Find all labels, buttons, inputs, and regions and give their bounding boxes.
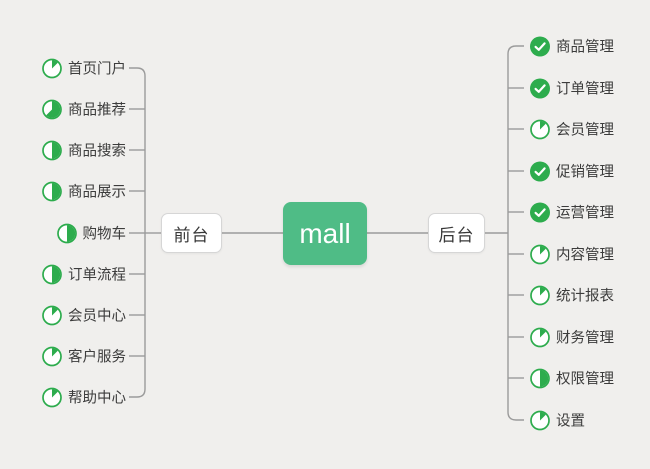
topic-label: 商品推荐 [68, 102, 126, 119]
backend-topic[interactable]: 商品管理 [530, 36, 614, 57]
backend-topic[interactable]: 统计报表 [530, 285, 614, 306]
task-done-icon [530, 202, 550, 222]
task-progress-1-8-icon [530, 327, 550, 347]
topic-label: 会员中心 [68, 308, 126, 325]
topic-label: 内容管理 [556, 247, 614, 264]
topic-label: 首页门户 [68, 61, 126, 78]
task-progress-1-8-icon [530, 410, 550, 430]
task-progress-1-8-icon [42, 346, 62, 366]
frontend-topic[interactable]: 首页门户 [42, 58, 126, 79]
topic-label: 购物车 [82, 226, 127, 243]
topic-label: 促销管理 [556, 164, 614, 181]
frontend-topic[interactable]: 帮助中心 [42, 387, 126, 408]
topic-label: 帮助中心 [68, 390, 126, 407]
frontend-topic[interactable]: 会员中心 [42, 305, 126, 326]
topic-label: 权限管理 [556, 371, 614, 388]
topic-label: 会员管理 [556, 122, 614, 139]
backend-topic[interactable]: 财务管理 [530, 327, 614, 348]
topic-label: 订单管理 [556, 81, 614, 98]
frontend-topic[interactable]: 商品搜索 [42, 140, 126, 161]
task-done-icon [530, 36, 550, 56]
task-progress-1-8-icon [530, 285, 550, 305]
task-done-icon [530, 161, 550, 181]
frontend-topic[interactable]: 商品推荐 [42, 99, 126, 120]
task-done-icon [530, 78, 550, 98]
branch-node-backend[interactable]: 后台 [428, 213, 485, 253]
task-progress-1-8-icon [530, 244, 550, 264]
backend-topic[interactable]: 促销管理 [530, 161, 614, 182]
backend-topic[interactable]: 内容管理 [530, 244, 614, 265]
topic-label: 设置 [556, 413, 585, 430]
backend-topic[interactable]: 会员管理 [530, 119, 614, 140]
frontend-topic[interactable]: 订单流程 [42, 264, 126, 285]
backend-topic[interactable]: 运营管理 [530, 202, 614, 223]
task-progress-4-8-icon [530, 368, 550, 388]
task-progress-4-8-icon [42, 264, 62, 284]
topic-label: 运营管理 [556, 205, 614, 222]
topic-label: 财务管理 [556, 330, 614, 347]
task-progress-1-8-icon [42, 58, 62, 78]
topic-label: 订单流程 [68, 267, 126, 284]
topic-label: 商品展示 [68, 184, 126, 201]
task-progress-1-8-icon [42, 305, 62, 325]
root-node-label: mall [299, 217, 351, 249]
task-progress-5-8-icon [42, 99, 62, 119]
task-progress-4-8-icon [42, 181, 62, 201]
backend-topic[interactable]: 权限管理 [530, 368, 614, 389]
task-progress-1-8-icon [42, 387, 62, 407]
topic-label: 统计报表 [556, 288, 614, 305]
topic-label: 商品搜索 [68, 143, 126, 160]
frontend-topic[interactable]: 客户服务 [42, 346, 126, 367]
branch-node-frontend[interactable]: 前台 [161, 213, 222, 253]
backend-topic[interactable]: 设置 [530, 410, 585, 431]
branch-node-backend-label: 后台 [438, 225, 475, 245]
topic-label: 商品管理 [556, 39, 614, 56]
branch-node-frontend-label: 前台 [173, 225, 210, 245]
backend-topic[interactable]: 订单管理 [530, 78, 614, 99]
frontend-topic[interactable]: 商品展示 [42, 181, 126, 202]
frontend-topic[interactable]: 购物车 [56, 223, 127, 244]
topic-label: 客户服务 [68, 349, 126, 366]
task-progress-1-8-icon [530, 119, 550, 139]
root-node-mall[interactable]: mall [283, 202, 367, 265]
task-progress-4-8-icon [42, 140, 62, 160]
task-progress-4-8-icon [56, 223, 77, 243]
